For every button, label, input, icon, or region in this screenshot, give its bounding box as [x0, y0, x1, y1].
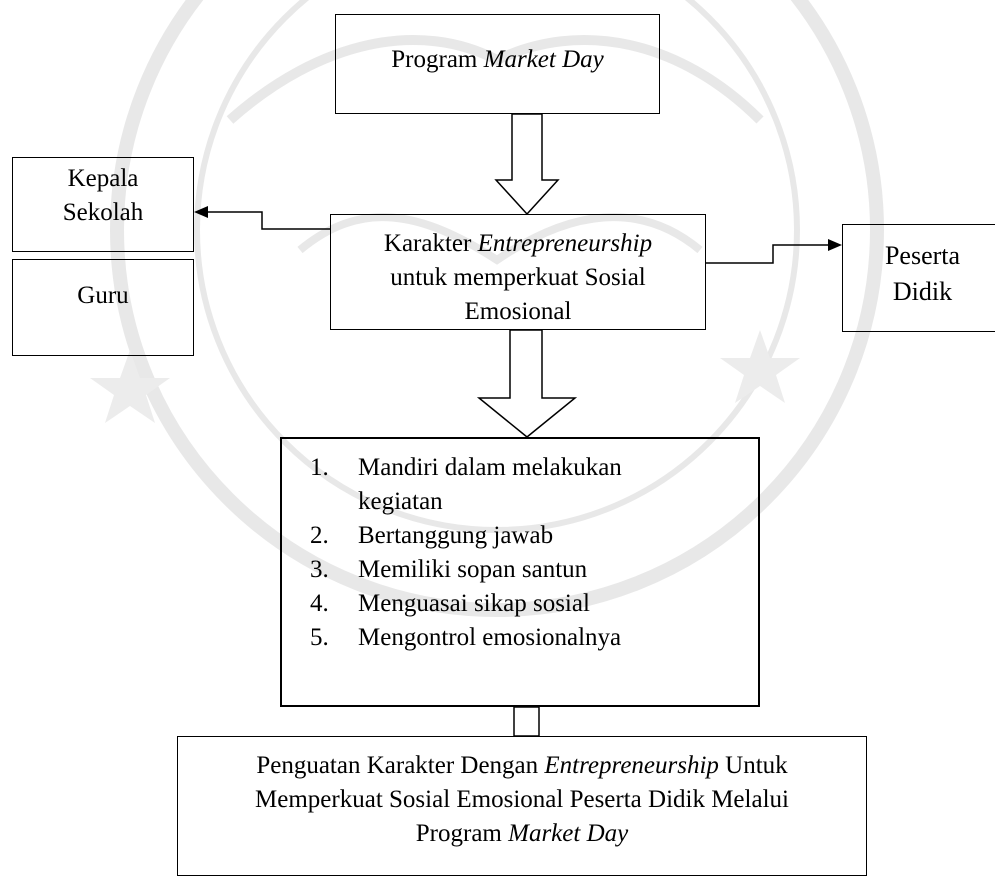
connector-stem: [513, 706, 540, 737]
kepala-sekolah-box: Kepala Sekolah: [12, 157, 194, 252]
list-item: 5. Mengontrol emosionalnya: [310, 624, 622, 651]
guru-label: Guru: [77, 282, 129, 309]
didik-label: Didik: [892, 277, 953, 306]
center-line-1: Karakter Entrepreneurship: [383, 230, 653, 257]
list-item: 4. Menguasai sikap sosial: [310, 590, 590, 617]
bottom-line-1: Penguatan Karakter Dengan Entrepreneursh…: [256, 752, 788, 779]
center-line-3: Emosional: [464, 298, 572, 325]
sekolah-label: Sekolah: [62, 199, 144, 226]
list-item: 3. Memiliki sopan santun: [310, 556, 588, 583]
program-market-day-box: Program Market Day: [335, 14, 660, 114]
peserta-label: Peserta: [884, 241, 961, 270]
down-arrow-1: [494, 113, 560, 216]
arrow-to-kepala-sekolah: [202, 211, 330, 230]
kepala-label: Kepala: [67, 165, 139, 192]
bottom-line-2: Memperkuat Sosial Emosional Peserta Didi…: [255, 786, 789, 813]
program-market-day-label: Program Market Day: [391, 46, 604, 73]
guru-box: Guru: [12, 259, 194, 356]
karakter-entrepreneurship-box: Karakter Entrepreneurship untuk memperku…: [330, 214, 706, 330]
peserta-didik-box: Peserta Didik: [842, 224, 995, 332]
list-item: 2. Bertanggung jawab: [310, 522, 554, 549]
down-arrow-2: [476, 329, 578, 438]
bottom-line-3: Program Market Day: [415, 820, 629, 847]
penguatan-karakter-box: Penguatan Karakter Dengan Entrepreneursh…: [177, 736, 867, 876]
center-line-2: untuk memperkuat Sosial: [390, 264, 646, 291]
arrow-to-peserta-didik: [706, 244, 832, 264]
